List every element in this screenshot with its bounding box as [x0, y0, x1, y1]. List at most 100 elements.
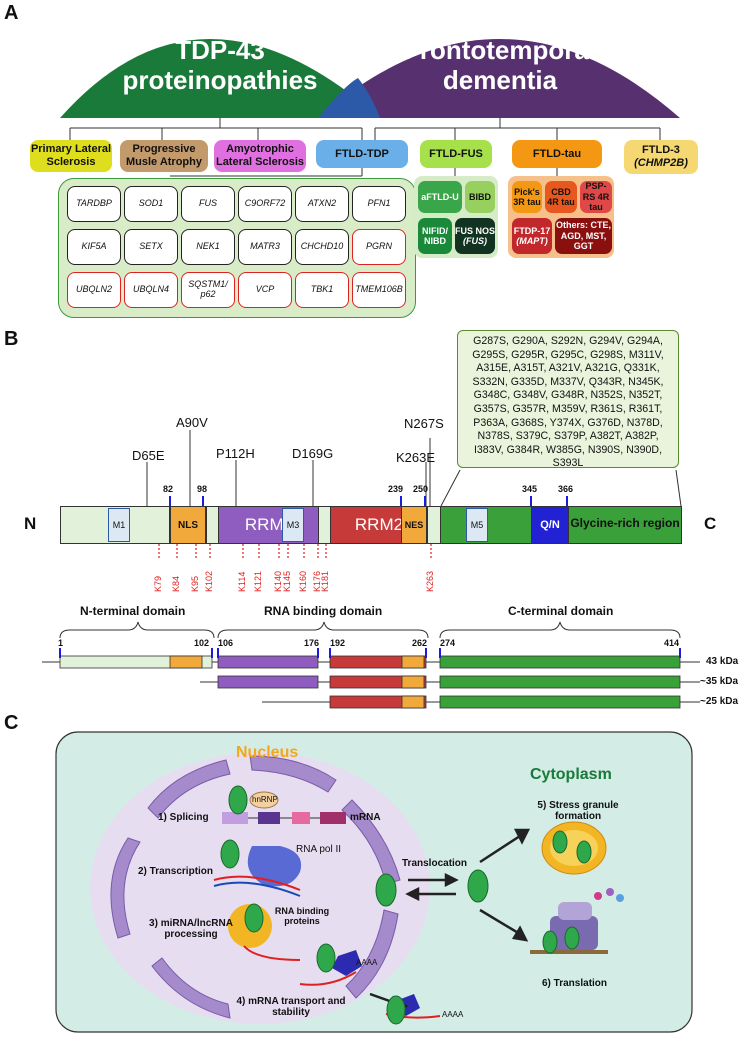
gene-atxn2: ATXN2: [295, 186, 349, 222]
rna-pol-label: RNA pol II: [296, 844, 342, 855]
step-mrna-transport: 4) mRNA transport and stability: [236, 996, 346, 1018]
pos-106: 106: [218, 638, 234, 648]
category-ftld-tau: FTLD-tau: [512, 140, 602, 168]
panel-a-letter: A: [4, 2, 19, 24]
protein-lines: [42, 430, 700, 709]
ftld3-label: FTLD-3: [642, 144, 680, 157]
panel-c-letter: C: [4, 712, 19, 734]
step-transcription: 2) Transcription: [138, 866, 214, 877]
gene-pgrn: PGRN: [352, 229, 406, 265]
ftd-arc-label: Frontotemporal dementia: [403, 35, 597, 95]
category-ftld-fus: FTLD-FUS: [420, 140, 492, 168]
tau-ftdp17: FTDP-17 (MAPT): [512, 218, 552, 254]
ftdp17-sub: (MAPT): [516, 236, 548, 246]
mutation-list-box: G287S, G290A, S292N, G294V, G294A, G295S…: [457, 330, 679, 469]
mrna-label: mRNA: [350, 812, 381, 823]
category-ftld-3: FTLD-3 (CHMP2B): [624, 140, 698, 174]
pos-82: 82: [163, 484, 174, 494]
tdp43-arc-label: TDP-43 proteinopathies: [122, 35, 318, 95]
rna-binding-domain-label: RNA binding domain: [264, 604, 383, 618]
n-terminus-label: N: [24, 514, 37, 533]
pos-262: 262: [412, 638, 428, 648]
step-stress-granule: 5) Stress granule formation: [537, 800, 619, 822]
gene-tardbp: TARDBP: [67, 186, 121, 222]
ftdp17-label: FTDP-17: [513, 225, 551, 236]
gene-sod1: SOD1: [124, 186, 178, 222]
domain-m3: M3: [282, 508, 304, 542]
ftld3-sub: (CHMP2B): [634, 157, 688, 169]
step-splicing: 1) Splicing: [158, 812, 209, 823]
translocation-label: Translocation: [402, 858, 468, 869]
size-43kda: 43 kDa: [706, 656, 739, 667]
domain-m5: M5: [466, 508, 488, 542]
gene-ubqln2: UBQLN2: [67, 272, 121, 308]
gene-kif5a: KIF5A: [67, 229, 121, 265]
pos-192: 192: [330, 638, 346, 648]
mutation-d169g: D169G: [292, 446, 334, 461]
panel-a-arcs: [60, 39, 680, 177]
polya-label-2: AAAA: [442, 1010, 464, 1019]
fus-nos: FUS NOS (FUS): [455, 218, 495, 254]
category-pls: Primary Lateral Sclerosis: [30, 140, 112, 172]
gene-chchd10: CHCHD10: [295, 229, 349, 265]
domain-m1: M1: [108, 508, 130, 542]
gene-sqstm1: SQSTM1/ p62: [181, 272, 235, 308]
step-mirna: 3) miRNA/lncRNA processing: [149, 918, 233, 940]
domain-glycine-rich: Glycine-rich region: [570, 516, 680, 531]
gene-matr3: MATR3: [238, 229, 292, 265]
tau-cbd: CBD 4R tau: [545, 181, 577, 213]
category-ftld-tdp: FTLD-TDP: [316, 140, 408, 168]
category-als: Amyotrophic Lateral Sclerosis: [214, 140, 306, 172]
fus-aftld-u: aFTLD-U: [418, 181, 462, 213]
gene-ubqln4: UBQLN4: [124, 272, 178, 308]
cytoplasm-label: Cytoplasm: [530, 766, 612, 783]
domain-qn: Q/N: [531, 506, 569, 544]
fus-nos-label: FUS NOS: [455, 225, 496, 236]
pos-102: 102: [194, 638, 210, 648]
pos-345: 345: [522, 484, 538, 494]
mutation-d65e: D65E: [132, 448, 165, 463]
pos-414: 414: [664, 638, 680, 648]
n-terminal-domain-label: N-terminal domain: [80, 604, 186, 618]
gene-tmem106b: TMEM106B: [352, 272, 406, 308]
panel-b-letter: B: [4, 328, 19, 350]
hnrnp-label: hnRNP: [252, 795, 278, 804]
tau-others: Others: CTE, AGD, MST, GGT: [555, 218, 612, 254]
mutation-k263e: K263E: [396, 450, 436, 465]
gene-nek1: NEK1: [181, 229, 235, 265]
mutation-n267s: N267S: [404, 416, 444, 431]
domain-nls: NLS: [170, 506, 206, 544]
size-35kda: ~35 kDa: [700, 676, 739, 687]
mutation-a90v: A90V: [176, 415, 208, 430]
pos-1: 1: [58, 638, 64, 648]
mutation-p112h: P112H: [216, 446, 255, 461]
fus-nifid: NIFID/ NIBD: [418, 218, 452, 254]
pos-176: 176: [304, 638, 320, 648]
tau-picks: Pick's 3R tau: [512, 181, 542, 213]
c-terminus-label: C: [704, 514, 717, 533]
category-pma: Progressive Musle Atrophy: [120, 140, 208, 172]
size-25kda: ~25 kDa: [700, 696, 739, 707]
gene-tbk1: TBK1: [295, 272, 349, 308]
nucleus-label: Nucleus: [236, 744, 299, 761]
fus-nos-sub: (FUS): [463, 236, 487, 246]
domain-nes: NES: [401, 506, 427, 544]
gene-fus: FUS: [181, 186, 235, 222]
fus-bibd: BIBD: [465, 181, 495, 213]
pos-239: 239: [388, 484, 404, 494]
step-translation: 6) Translation: [542, 978, 608, 989]
tau-psp: PSP-RS 4R tau: [580, 181, 612, 213]
polya-label-1: AAAA: [356, 958, 378, 967]
pos-274: 274: [440, 638, 456, 648]
gene-vcp: VCP: [238, 272, 292, 308]
c-terminal-domain-label: C-terminal domain: [508, 604, 614, 618]
gene-pfn1: PFN1: [352, 186, 406, 222]
rbp-label: RNA binding proteins: [274, 906, 330, 926]
gene-setx: SETX: [124, 229, 178, 265]
pos-250: 250: [413, 484, 429, 494]
pos-366: 366: [558, 484, 574, 494]
pos-98: 98: [197, 484, 208, 494]
protein-bar: M1 NLS RRM1 M3 RRM2 NES M5 Q/N Glycine-r…: [60, 506, 682, 544]
gene-c9orf72: C9ORF72: [238, 186, 292, 222]
